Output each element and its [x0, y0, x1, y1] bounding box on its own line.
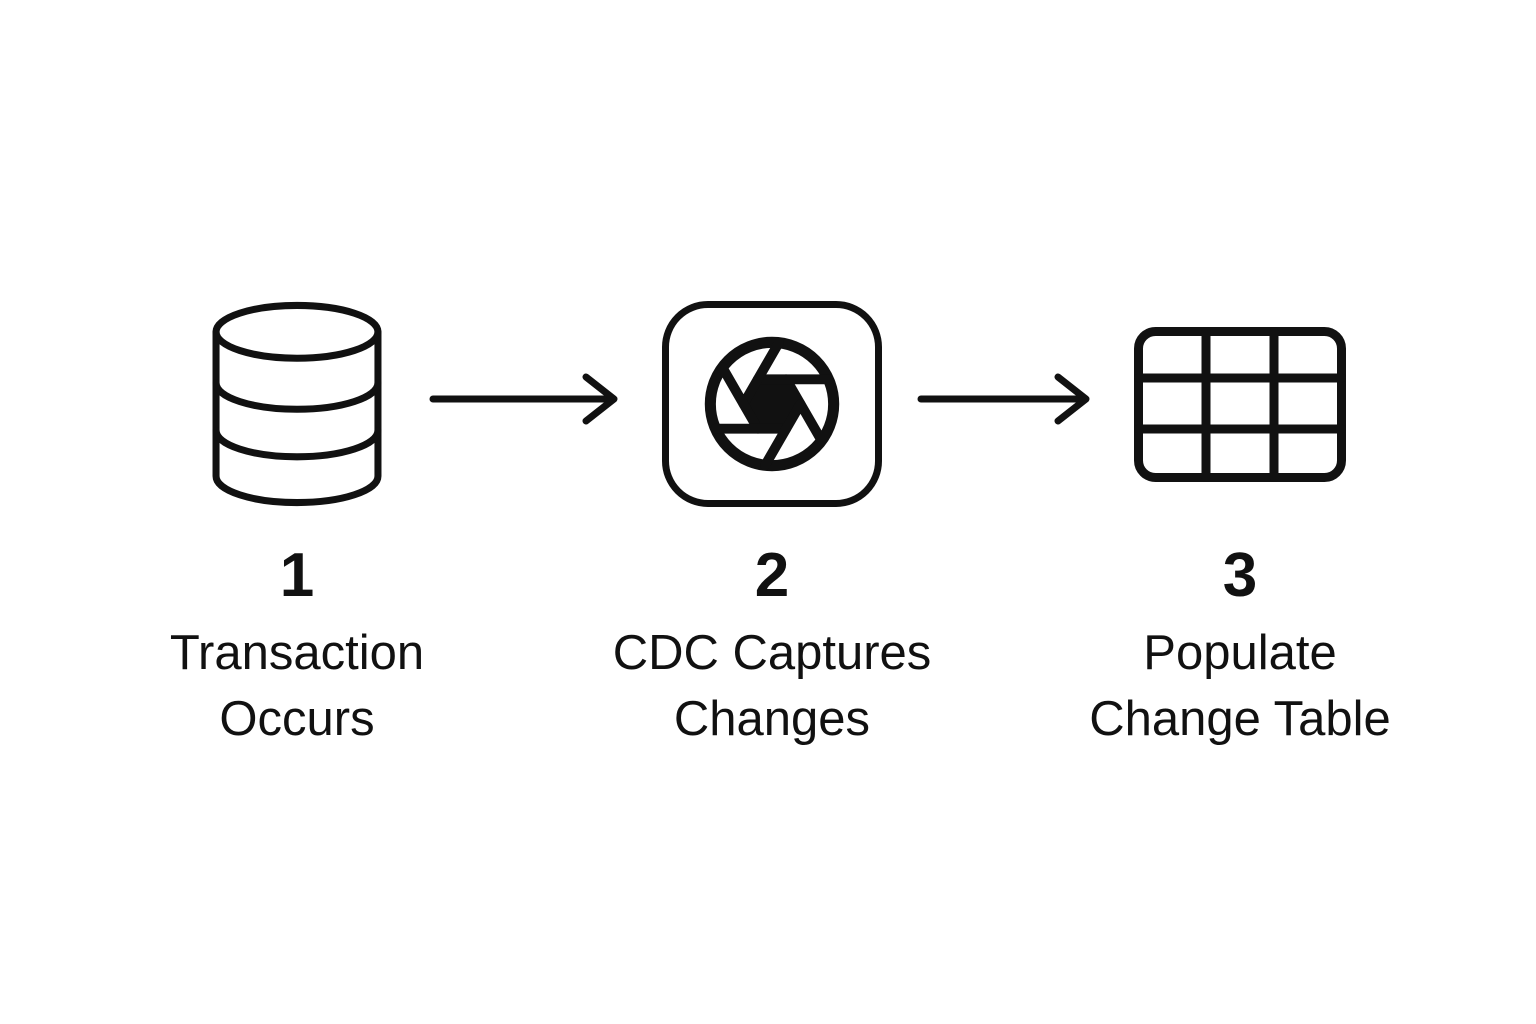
step-populate-change-table: 3 Populate Change Table	[1010, 298, 1470, 752]
step-label: CDC Captures Changes	[612, 626, 932, 746]
step-cdc-captures-changes: 2 CDC Captures Changes	[542, 298, 1002, 752]
step-number: 2	[754, 541, 790, 610]
table-grid-icon	[1134, 326, 1346, 482]
aperture-icon	[704, 336, 840, 472]
step-number: 3	[1222, 541, 1258, 610]
step-label: Transaction Occurs	[169, 626, 425, 746]
step-number: 1	[279, 541, 315, 610]
app-frame	[662, 301, 882, 507]
database-icon	[212, 301, 382, 507]
arrow-right-icon	[916, 368, 1092, 430]
step-transaction-occurs: 1 Transaction Occurs	[67, 298, 527, 752]
step-label: Populate Change Table	[1089, 626, 1391, 746]
arrow-right-icon	[428, 368, 620, 430]
